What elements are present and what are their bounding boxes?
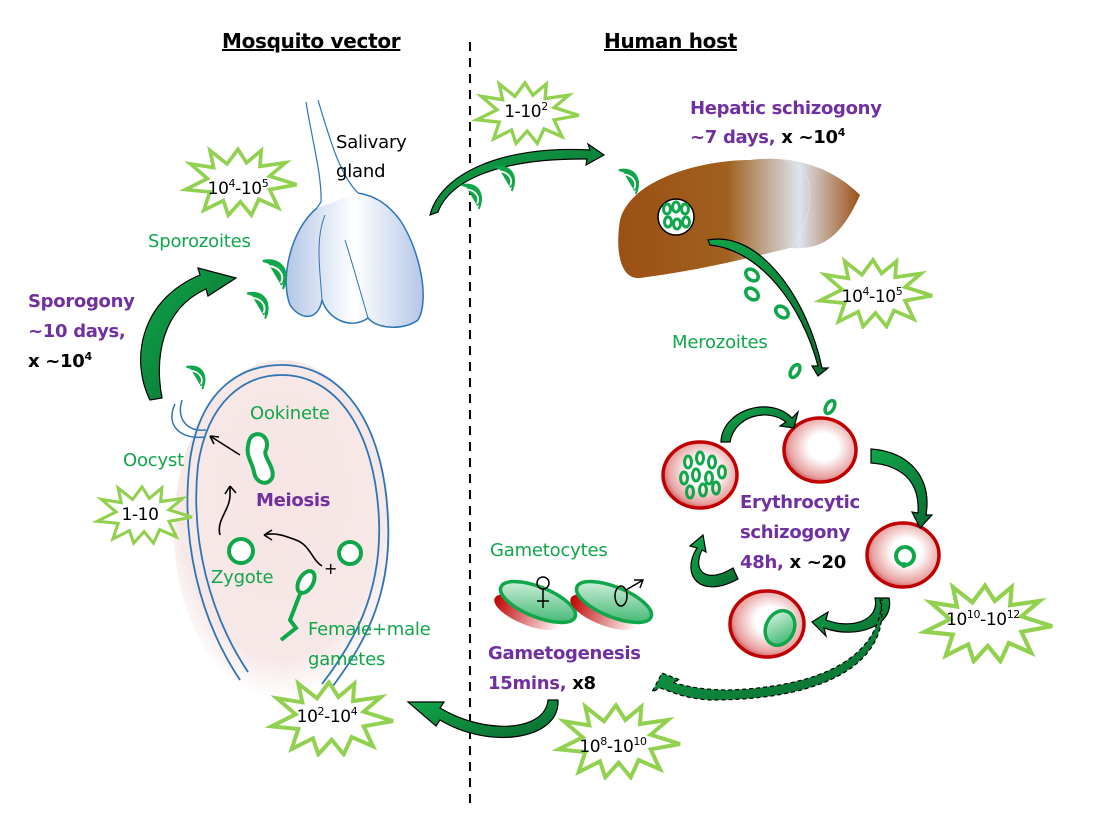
free-merozoites [743,267,837,416]
label-oocyst: Oocyst [123,450,184,471]
stage-hepatic-duration: ~7 days, [690,127,776,148]
heading-human-host: Human host [604,29,737,53]
female-gamete-icon [337,540,363,566]
gametogenesis-arrow [406,699,559,738]
rbc-ring-stage [865,521,941,589]
burst-oocyst-text: 1-10 [121,505,159,525]
ookinete-icon [245,432,275,485]
label-zygote: Zygote [211,567,274,588]
heading-mosquito-vector: Mosquito vector [222,29,401,53]
rbc-gametocyte [728,589,806,659]
multiplier-exp: 4 [84,350,93,363]
sporozoite-icon [460,183,483,210]
label-merozoites: Merozoites [672,332,768,353]
liver-icon [618,155,860,279]
label-plus: + [324,559,338,578]
sporozoite-icon [493,165,516,192]
stage-erythrocytic-multiplier: x ~20 [789,552,846,573]
liver-to-blood-arrow [707,238,830,377]
label-ookinete: Ookinete [250,403,330,424]
label-salivary: Salivary [336,132,407,153]
burst-merozoites-text: 104-105 [841,285,903,307]
stage-gametogenesis-duration: 15mins, [488,673,567,694]
label-gametes: gametes [308,649,386,670]
stage-sporogony-name: Sporogony [28,291,135,312]
male-gametocyte-icon [570,579,654,631]
midgut [174,360,390,700]
stage-meiosis: Meiosis [256,490,331,511]
stage-erythrocytic-name-2: schizogony [740,522,851,543]
rbc-uninfected [782,416,858,484]
stage-sporogony-multiplier: x ~104 [28,350,93,373]
stage-gametogenesis-line2: 15mins, x8 [488,673,596,695]
multiplier-base: x ~10 [28,351,85,372]
transmission-arrow [429,142,606,216]
stage-sporogony-duration: ~10 days, [28,321,126,342]
stage-hepatic-line2: ~7 days, x ~104 [690,126,846,149]
stage-gametogenesis-multiplier: x8 [572,673,596,694]
gametocyte-commitment-arrow [650,599,883,701]
female-gametocyte-icon [494,576,578,631]
burst-transmission-text: 1-102 [504,100,548,122]
burst-gametes-text: 102-104 [296,705,358,727]
stage-hepatic-name: Hepatic schizogony [690,98,882,119]
sporogony-arrow [140,267,238,401]
multiplier-exp: 4 [837,126,846,139]
oocyst-icon [171,399,207,439]
multiplier-base: x ~10 [781,127,838,148]
erythrocytic-cycle-arrows [688,406,934,638]
stage-gametogenesis-name: Gametogenesis [488,643,641,664]
liver-merozoite-cluster [662,200,691,231]
rbc-schizont [661,440,739,510]
burst-blood-text: 1010-1012 [946,608,1020,630]
sporozoite-icon [185,365,206,391]
label-female-male: Female+male [308,619,431,640]
stage-erythrocytic-name-1: Erythrocytic [740,492,860,513]
label-sporozoites: Sporozoites [148,231,251,252]
burst-salivary-text: 104-105 [207,177,269,199]
male-gamete-icon [279,569,317,642]
salivary-gland [285,99,424,328]
label-gametocytes: Gametocytes [490,540,608,561]
stage-erythrocytic-duration: 48h, [740,552,784,573]
label-gland: gland [336,161,386,182]
zygote-icon [227,537,255,565]
sporozoite-icon [246,291,269,320]
stage-erythrocytic-line3: 48h, x ~20 [740,552,846,574]
sporozoite-icon [262,259,287,290]
burst-gametocytes-text: 108-1010 [579,735,647,757]
midgut-arrows [209,435,323,567]
sporozoite-icon [617,168,640,195]
